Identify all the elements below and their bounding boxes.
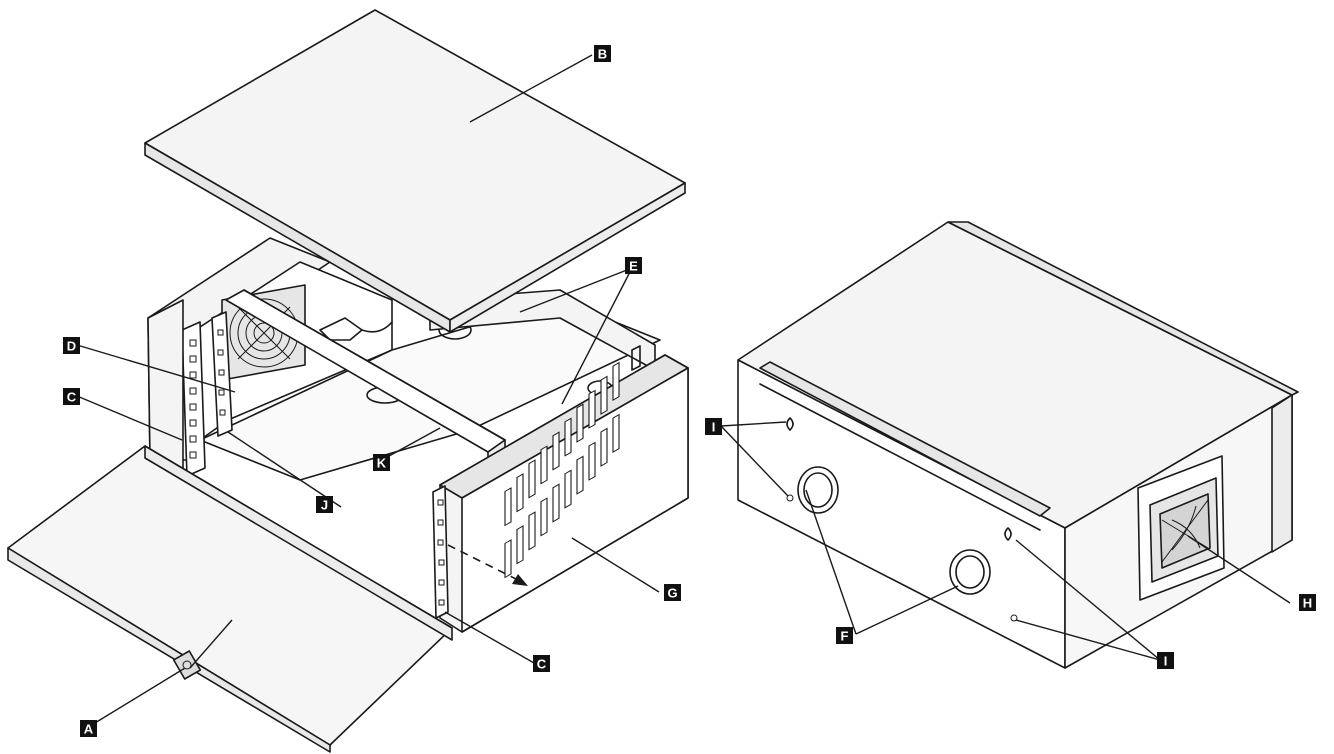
svg-text:F: F [841,629,849,644]
callout-G: G [664,584,681,601]
svg-text:C: C [67,390,77,405]
svg-text:B: B [598,47,607,62]
open-cabinet-illustration [7,9,689,753]
cable-knockout [949,549,991,595]
callout-I-bottom: I [1157,652,1174,669]
callout-C-second: C [533,655,550,672]
svg-text:A: A [84,722,94,737]
svg-text:K: K [377,456,387,471]
callout-D: D [63,337,80,354]
side-panel-vented [439,354,689,633]
callout-A: A [80,720,97,737]
svg-text:I: I [1164,654,1168,669]
callout-C: C [63,388,80,405]
callout-B: B [594,45,611,62]
callout-F: F [836,627,853,644]
callout-J: J [316,496,333,513]
closed-cabinet-illustration [720,221,1299,669]
svg-text:C: C [537,657,547,672]
svg-text:E: E [629,259,638,274]
front-rack-rail-left [181,321,206,477]
door-lock-icon [172,650,202,680]
side-exhaust-fan [1137,455,1225,601]
callout-K: K [373,454,390,471]
vent-slots [504,361,620,579]
callout-E: E [625,257,642,274]
callout-I-top: I [705,418,722,435]
cable-knockout [797,466,839,514]
front-door [7,445,453,753]
svg-text:I: I [712,420,716,435]
top-cover [144,9,686,333]
callout-H: H [1299,594,1316,611]
svg-text:G: G [667,586,677,601]
svg-text:J: J [321,498,328,513]
svg-text:D: D [67,339,76,354]
svg-text:H: H [1303,596,1312,611]
